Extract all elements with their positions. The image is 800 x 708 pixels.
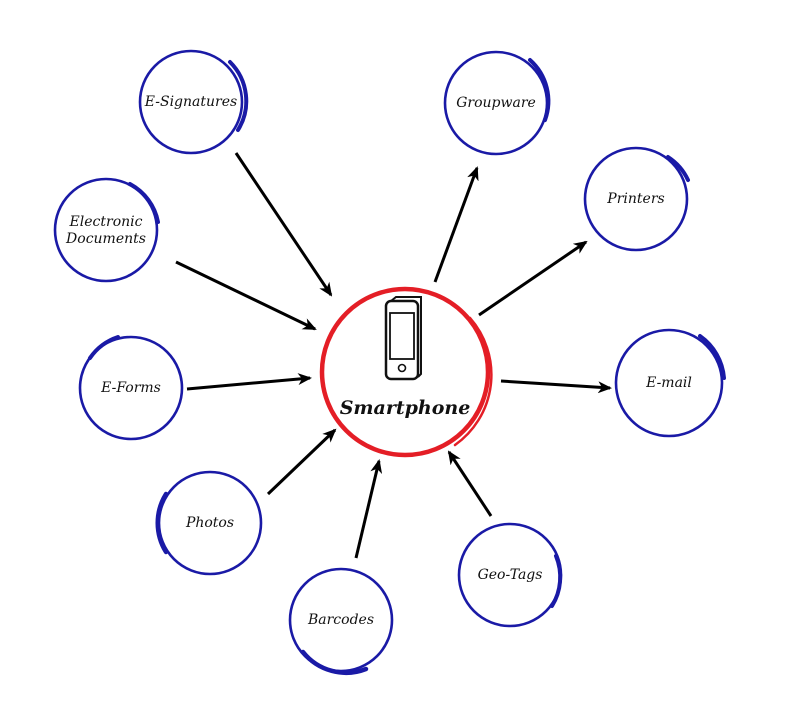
node-label-line2: Documents <box>65 231 146 247</box>
center-ring <box>319 286 491 458</box>
node-e-signatures: E-Signatures <box>138 49 249 155</box>
node-ring-brush <box>528 58 551 122</box>
arrow-e-forms-to-smartphone <box>186 373 312 391</box>
node-ring-brush <box>550 554 563 608</box>
node-label: E-Signatures <box>144 94 237 110</box>
node-label: Barcodes <box>307 612 374 628</box>
node-electronic-documents: Electronic Documents <box>53 177 160 283</box>
node-ring <box>583 146 689 252</box>
node-label: E-Forms <box>100 380 161 396</box>
node-ring <box>53 177 159 283</box>
arrow-smartphone-to-e-mail <box>500 379 612 394</box>
smartphone-icon <box>384 296 422 381</box>
center-label: Smartphone <box>340 397 471 419</box>
node-ring <box>78 335 184 441</box>
arrow-smartphone-to-groupware <box>433 166 479 283</box>
node-ring <box>614 328 724 438</box>
arrow-smartphone-to-printers <box>478 240 588 317</box>
node-label: Geo-Tags <box>478 567 543 583</box>
node-label: Photos <box>185 515 234 531</box>
center-node: Smartphone <box>319 286 493 458</box>
node-printers: Printers <box>583 146 690 252</box>
node-ring <box>138 49 244 155</box>
node-e-forms: E-Forms <box>78 335 184 441</box>
node-groupware: Groupware <box>443 50 551 156</box>
arrow-e-signatures-to-smartphone <box>234 152 333 297</box>
node-ring-brush <box>128 182 160 224</box>
arrow-photos-to-smartphone <box>266 428 337 496</box>
arrows <box>175 152 612 559</box>
node-barcodes: Barcodes <box>288 567 394 675</box>
node-ring-brush <box>666 155 690 182</box>
node-ring-brush <box>228 60 249 132</box>
center-ring-brush <box>453 316 493 447</box>
node-label: Printers <box>606 191 664 207</box>
node-label: Electronic <box>69 214 143 230</box>
node-ring-brush <box>88 335 120 360</box>
node-label: Groupware <box>456 95 536 111</box>
node-ring-brush <box>300 649 369 675</box>
node-photos: Photos <box>155 470 263 576</box>
arrow-barcodes-to-smartphone <box>354 459 383 559</box>
arrow-geo-tags-to-smartphone <box>447 450 493 517</box>
arrow-electronic-documents-to-smartphone <box>175 260 317 331</box>
node-e-mail: E-mail <box>614 328 726 438</box>
node-label: E-mail <box>645 375 692 391</box>
node-ring-brush <box>698 334 726 380</box>
node-ring-brush <box>155 491 169 555</box>
node-geo-tags: Geo-Tags <box>457 522 563 628</box>
